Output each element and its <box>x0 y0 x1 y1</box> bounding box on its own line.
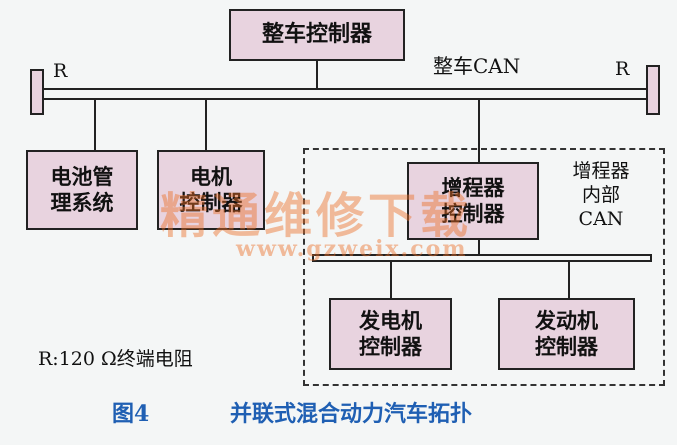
bms-label-line1: 电池管 <box>50 163 114 189</box>
battery-management-box: 电池管 理系统 <box>26 150 138 230</box>
bms-drop-line <box>94 100 96 150</box>
range-extender-controller-box: 增程器 控制器 <box>407 162 539 240</box>
internal-can-label: 增程器 内部 CAN <box>556 160 646 231</box>
internal-can-line1: 增程器 <box>572 160 630 182</box>
vehicle-controller-label: 整车控制器 <box>261 21 372 48</box>
engine-controller-box: 发动机 控制器 <box>498 298 635 370</box>
internal-can-line2: 内部 <box>581 183 620 206</box>
rex-internal-drop <box>478 240 480 256</box>
generator-controller-box: 发电机 控制器 <box>329 298 452 370</box>
eng-label-line2: 控制器 <box>535 334 598 359</box>
motor-controller-box: 电机 控制器 <box>157 150 265 230</box>
terminator-left-resistor <box>30 69 44 115</box>
mcu-drop-line <box>205 100 207 150</box>
rex-label-line2: 控制器 <box>441 201 505 226</box>
rex-label-line1: 增程器 <box>441 174 505 200</box>
terminator-right-label: R <box>615 58 630 80</box>
internal-can-line3: CAN <box>578 207 624 230</box>
vehicle-controller-box: 整车控制器 <box>229 9 405 61</box>
terminator-right-resistor <box>646 65 660 115</box>
mcu-label-line2: 控制器 <box>179 190 243 215</box>
eng-label-line1: 发动机 <box>535 307 598 333</box>
terminator-left-label: R <box>53 60 68 82</box>
figure-title: 并联式混合动力汽车拓扑 <box>230 401 473 427</box>
gen-drop-line <box>390 262 392 298</box>
eng-drop-line <box>568 262 570 298</box>
resistor-note: R:120 Ω终端电阻 <box>38 348 193 370</box>
mcu-label-line1: 电机 <box>190 163 232 189</box>
range-extender-enclosure <box>303 148 665 386</box>
internal-can-bus <box>312 254 652 262</box>
vehicle-can-bus-top <box>44 88 646 90</box>
gen-label-line1: 发电机 <box>359 307 422 333</box>
vehicle-can-label: 整车CAN <box>433 54 521 78</box>
figure-number: 图4 <box>112 401 150 427</box>
vcu-bus-connector <box>316 61 318 89</box>
gen-label-line2: 控制器 <box>359 334 422 359</box>
vehicle-can-bus-bottom <box>44 98 646 100</box>
rex-drop-line <box>478 100 480 162</box>
bms-label-line2: 理系统 <box>50 190 114 215</box>
